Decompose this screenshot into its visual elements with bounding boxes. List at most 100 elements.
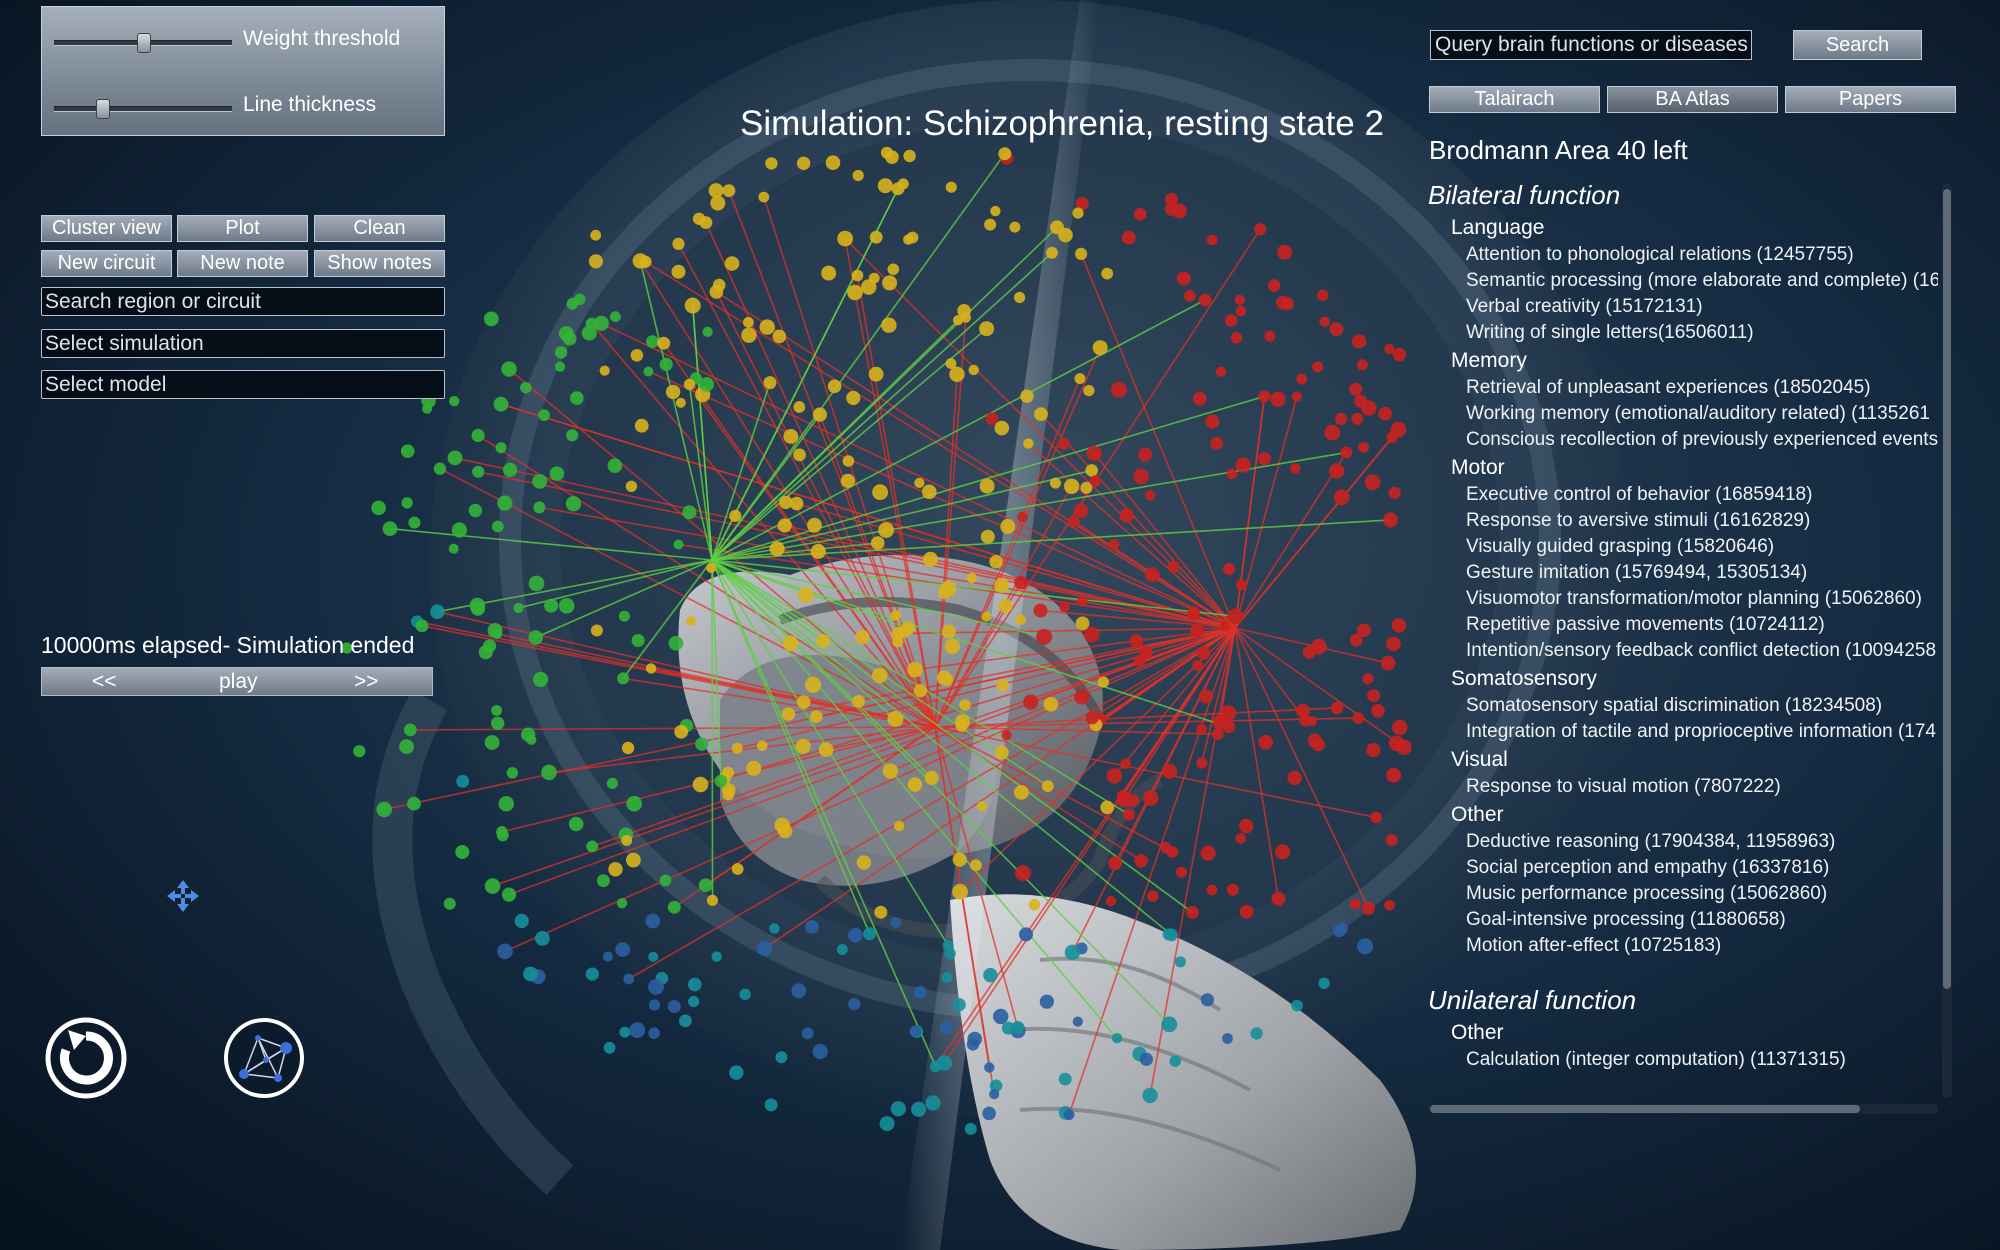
brain-region-node[interactable]	[371, 500, 386, 516]
brain-region-node[interactable]	[949, 366, 965, 382]
brain-region-node[interactable]	[789, 496, 804, 511]
brain-region-node[interactable]	[688, 977, 702, 992]
brain-region-node[interactable]	[702, 326, 713, 337]
brain-region-node[interactable]	[1043, 697, 1059, 712]
brain-region-node[interactable]	[491, 716, 505, 730]
brain-region-node[interactable]	[593, 315, 609, 331]
brain-region-node[interactable]	[759, 319, 775, 335]
brain-region-node[interactable]	[1199, 689, 1214, 704]
brain-region-node[interactable]	[1318, 977, 1330, 989]
brain-region-node[interactable]	[615, 942, 631, 957]
brain-region-node[interactable]	[1133, 207, 1147, 221]
brain-region-node[interactable]	[1166, 846, 1179, 858]
brain-region-node[interactable]	[743, 316, 754, 328]
play-button[interactable]: play	[219, 670, 258, 693]
brain-region-node[interactable]	[1287, 770, 1302, 786]
brain-region-node[interactable]	[498, 796, 514, 812]
function-list-item[interactable]: Intention/sensory feedback conflict dete…	[1466, 640, 1937, 661]
brain-region-node[interactable]	[668, 635, 684, 651]
brain-region-node[interactable]	[586, 840, 599, 853]
brain-region-node[interactable]	[1000, 518, 1016, 534]
brain-region-node[interactable]	[1212, 728, 1224, 740]
brain-region-node[interactable]	[1296, 703, 1310, 718]
brain-region-node[interactable]	[887, 710, 904, 727]
brain-region-node[interactable]	[1264, 330, 1276, 342]
weight-threshold-slider[interactable]	[54, 33, 232, 53]
brain-region-node[interactable]	[1258, 390, 1271, 403]
brain-region-node[interactable]	[1384, 900, 1395, 911]
brain-region-node[interactable]	[1215, 366, 1227, 378]
vertical-scrollbar[interactable]	[1942, 183, 1952, 1098]
brain-region-node[interactable]	[1105, 895, 1117, 907]
brain-region-node[interactable]	[1075, 196, 1089, 211]
brain-region-node[interactable]	[497, 943, 513, 960]
brain-region-node[interactable]	[765, 157, 778, 170]
brain-region-node[interactable]	[493, 396, 509, 412]
brain-region-node[interactable]	[1075, 247, 1088, 260]
brain-region-node[interactable]	[684, 297, 701, 314]
function-list-item[interactable]: Conscious recollection of previously exp…	[1466, 429, 1938, 450]
brain-region-node[interactable]	[1077, 596, 1088, 607]
brain-region-node[interactable]	[1068, 515, 1080, 528]
brain-region-node[interactable]	[731, 742, 743, 754]
brain-region-node[interactable]	[887, 263, 900, 276]
brain-region-node[interactable]	[959, 699, 971, 711]
brain-region-node[interactable]	[621, 835, 633, 846]
brain-region-node[interactable]	[501, 887, 517, 902]
brain-region-node[interactable]	[1311, 638, 1327, 655]
brain-region-node[interactable]	[890, 917, 902, 928]
brain-region-node[interactable]	[549, 466, 565, 481]
brain-region-node[interactable]	[901, 621, 915, 636]
brain-region-node[interactable]	[796, 156, 811, 170]
brain-region-node[interactable]	[1122, 808, 1136, 821]
brain-region-node[interactable]	[1335, 412, 1348, 426]
brain-region-node[interactable]	[996, 679, 1009, 692]
brain-region-node[interactable]	[708, 183, 724, 198]
brain-region-node[interactable]	[1357, 938, 1374, 955]
brain-region-node[interactable]	[1015, 614, 1026, 625]
brain-region-node[interactable]	[1169, 1055, 1181, 1067]
brain-region-node[interactable]	[911, 1101, 927, 1117]
brain-region-node[interactable]	[1119, 508, 1134, 523]
brain-region-node[interactable]	[1014, 575, 1028, 590]
brain-region-node[interactable]	[816, 634, 831, 648]
brain-region-node[interactable]	[890, 610, 902, 621]
brain-region-node[interactable]	[1086, 445, 1102, 462]
brain-region-node[interactable]	[913, 684, 928, 698]
brain-region-node[interactable]	[533, 501, 546, 514]
brain-region-node[interactable]	[1009, 221, 1021, 233]
brain-region-node[interactable]	[566, 297, 579, 310]
line-thickness-slider-handle[interactable]	[96, 99, 111, 119]
brain-region-node[interactable]	[1358, 441, 1370, 453]
brain-region-node[interactable]	[659, 874, 672, 887]
brain-region-node[interactable]	[1100, 800, 1114, 815]
brain-region-node[interactable]	[1108, 856, 1122, 871]
brain-region-node[interactable]	[483, 311, 499, 327]
brain-region-node[interactable]	[1200, 845, 1216, 861]
show-notes-button[interactable]: Show notes	[314, 250, 445, 277]
brain-region-node[interactable]	[478, 645, 493, 660]
brain-region-node[interactable]	[1258, 734, 1274, 750]
brain-region-node[interactable]	[585, 967, 599, 981]
brain-region-node[interactable]	[952, 852, 967, 867]
brain-region-node[interactable]	[952, 883, 968, 900]
brain-region-node[interactable]	[863, 927, 876, 941]
brain-region-node[interactable]	[758, 191, 770, 203]
brain-region-node[interactable]	[484, 735, 500, 750]
brain-region-node[interactable]	[565, 496, 582, 512]
brain-region-node[interactable]	[520, 382, 532, 394]
brain-region-node[interactable]	[810, 710, 823, 723]
brain-region-node[interactable]	[645, 913, 661, 929]
brain-region-node[interactable]	[966, 572, 978, 584]
brain-region-node[interactable]	[1036, 628, 1053, 645]
brain-region-node[interactable]	[1361, 901, 1376, 915]
brain-region-node[interactable]	[1385, 834, 1398, 847]
brain-region-node[interactable]	[945, 181, 957, 193]
brain-region-node[interactable]	[399, 739, 414, 755]
brain-region-node[interactable]	[659, 357, 673, 371]
new-note-button[interactable]: New note	[177, 250, 308, 277]
function-list-item[interactable]: Response to aversive stimuli (16162829)	[1466, 510, 1811, 531]
brain-region-node[interactable]	[675, 397, 686, 408]
brain-region-node[interactable]	[869, 230, 883, 244]
